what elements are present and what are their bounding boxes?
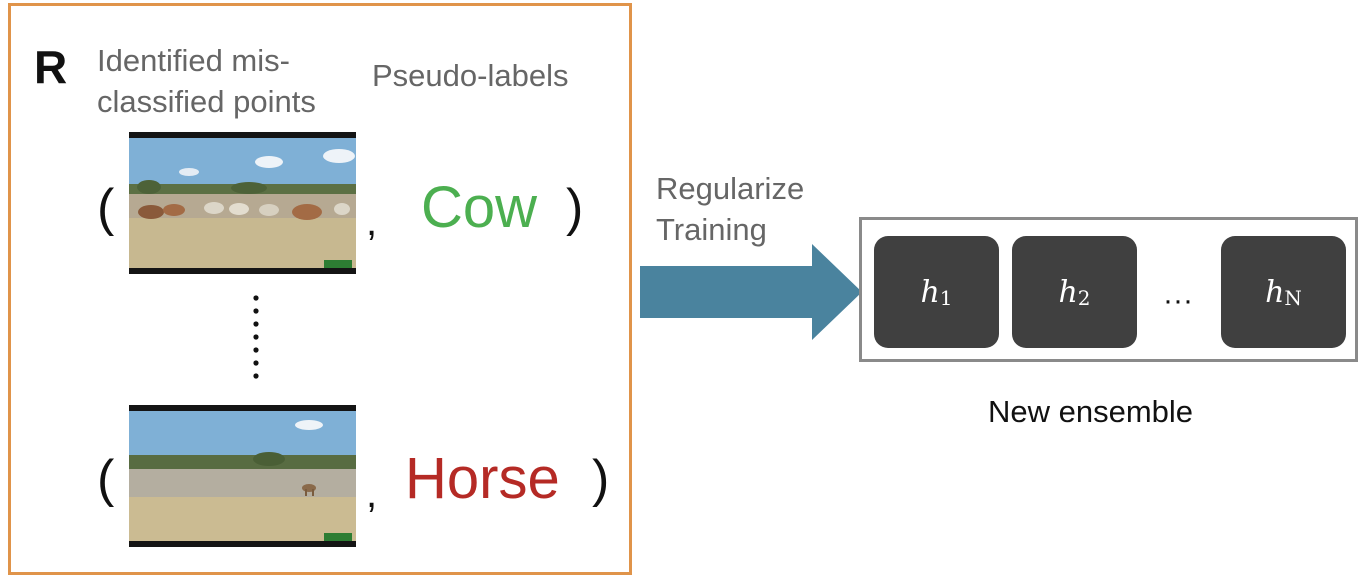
points-header-line1: Identified mis- <box>97 40 316 81</box>
arrow-label-line1: Regularize <box>656 168 804 209</box>
ensemble-ellipsis: ··· <box>1163 284 1193 318</box>
pseudo-label-horse: Horse <box>405 445 560 512</box>
pseudo-label-cow: Cow <box>421 174 537 241</box>
pair1-comma: , <box>366 200 377 245</box>
panel-letter: R <box>34 40 67 94</box>
points-column-header: Identified mis- classified points <box>97 40 316 122</box>
pair1-close-paren: ) <box>566 178 583 238</box>
pair2-close-paren: ) <box>592 449 609 509</box>
vertical-ellipsis-icon <box>250 292 262 388</box>
model-hN-sub: N <box>1284 286 1302 310</box>
points-header-line2: classified points <box>97 81 316 122</box>
model-h2-var: h <box>1058 275 1077 310</box>
regularize-arrow-icon <box>640 244 862 340</box>
model-hN-var: h <box>1265 275 1284 310</box>
pair1-open-paren: ( <box>97 178 114 238</box>
camera-trap-image-horse <box>129 405 356 547</box>
pair2-comma: , <box>366 472 377 517</box>
camera-trap-image-cows <box>129 132 356 274</box>
model-h2-sub: 2 <box>1078 286 1091 310</box>
ensemble-caption: New ensemble <box>988 394 1193 430</box>
model-h1-var: h <box>920 275 939 310</box>
pseudo-labels-header: Pseudo-labels <box>372 58 568 94</box>
model-h1-sub: 1 <box>940 286 953 310</box>
arrow-label: Regularize Training <box>656 168 804 250</box>
pair2-open-paren: ( <box>97 449 114 509</box>
